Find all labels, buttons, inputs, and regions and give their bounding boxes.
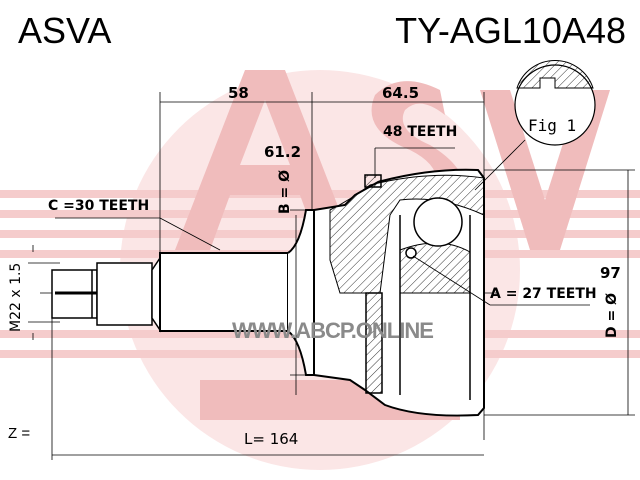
part-number: TY-AGL10A48 [395, 10, 626, 51]
outer-teeth-label: C =30 TEETH [48, 198, 150, 214]
z-label: Z = [8, 425, 31, 442]
dim-b-label: B = Ø [277, 169, 293, 214]
shaft [159, 252, 289, 332]
dim-housing-length: 64.5 [382, 84, 420, 102]
spline-section [96, 262, 153, 326]
brand-name: ASVA [18, 10, 112, 51]
dim-shaft-length: 58 [228, 84, 249, 102]
dim-d-label: D = Ø [604, 292, 620, 338]
abs-teeth-label: 48 TEETH [383, 124, 458, 140]
dim-b-value: 61.2 [264, 143, 302, 161]
thread-label: M22 x 1.5 [8, 262, 24, 332]
dim-d-value: 97 [600, 264, 621, 282]
fig1-label: Fig 1 [528, 116, 577, 135]
inner-teeth-label: A = 27 TEETH [490, 286, 597, 302]
watermark-url: WWW.ABCP.ONLINE [232, 318, 434, 343]
ball-bearing [413, 197, 463, 247]
dim-total-length: L= 164 [244, 430, 299, 448]
dimension-lines [28, 92, 635, 460]
abs-ring [365, 292, 383, 394]
fig1-detail [514, 59, 596, 146]
